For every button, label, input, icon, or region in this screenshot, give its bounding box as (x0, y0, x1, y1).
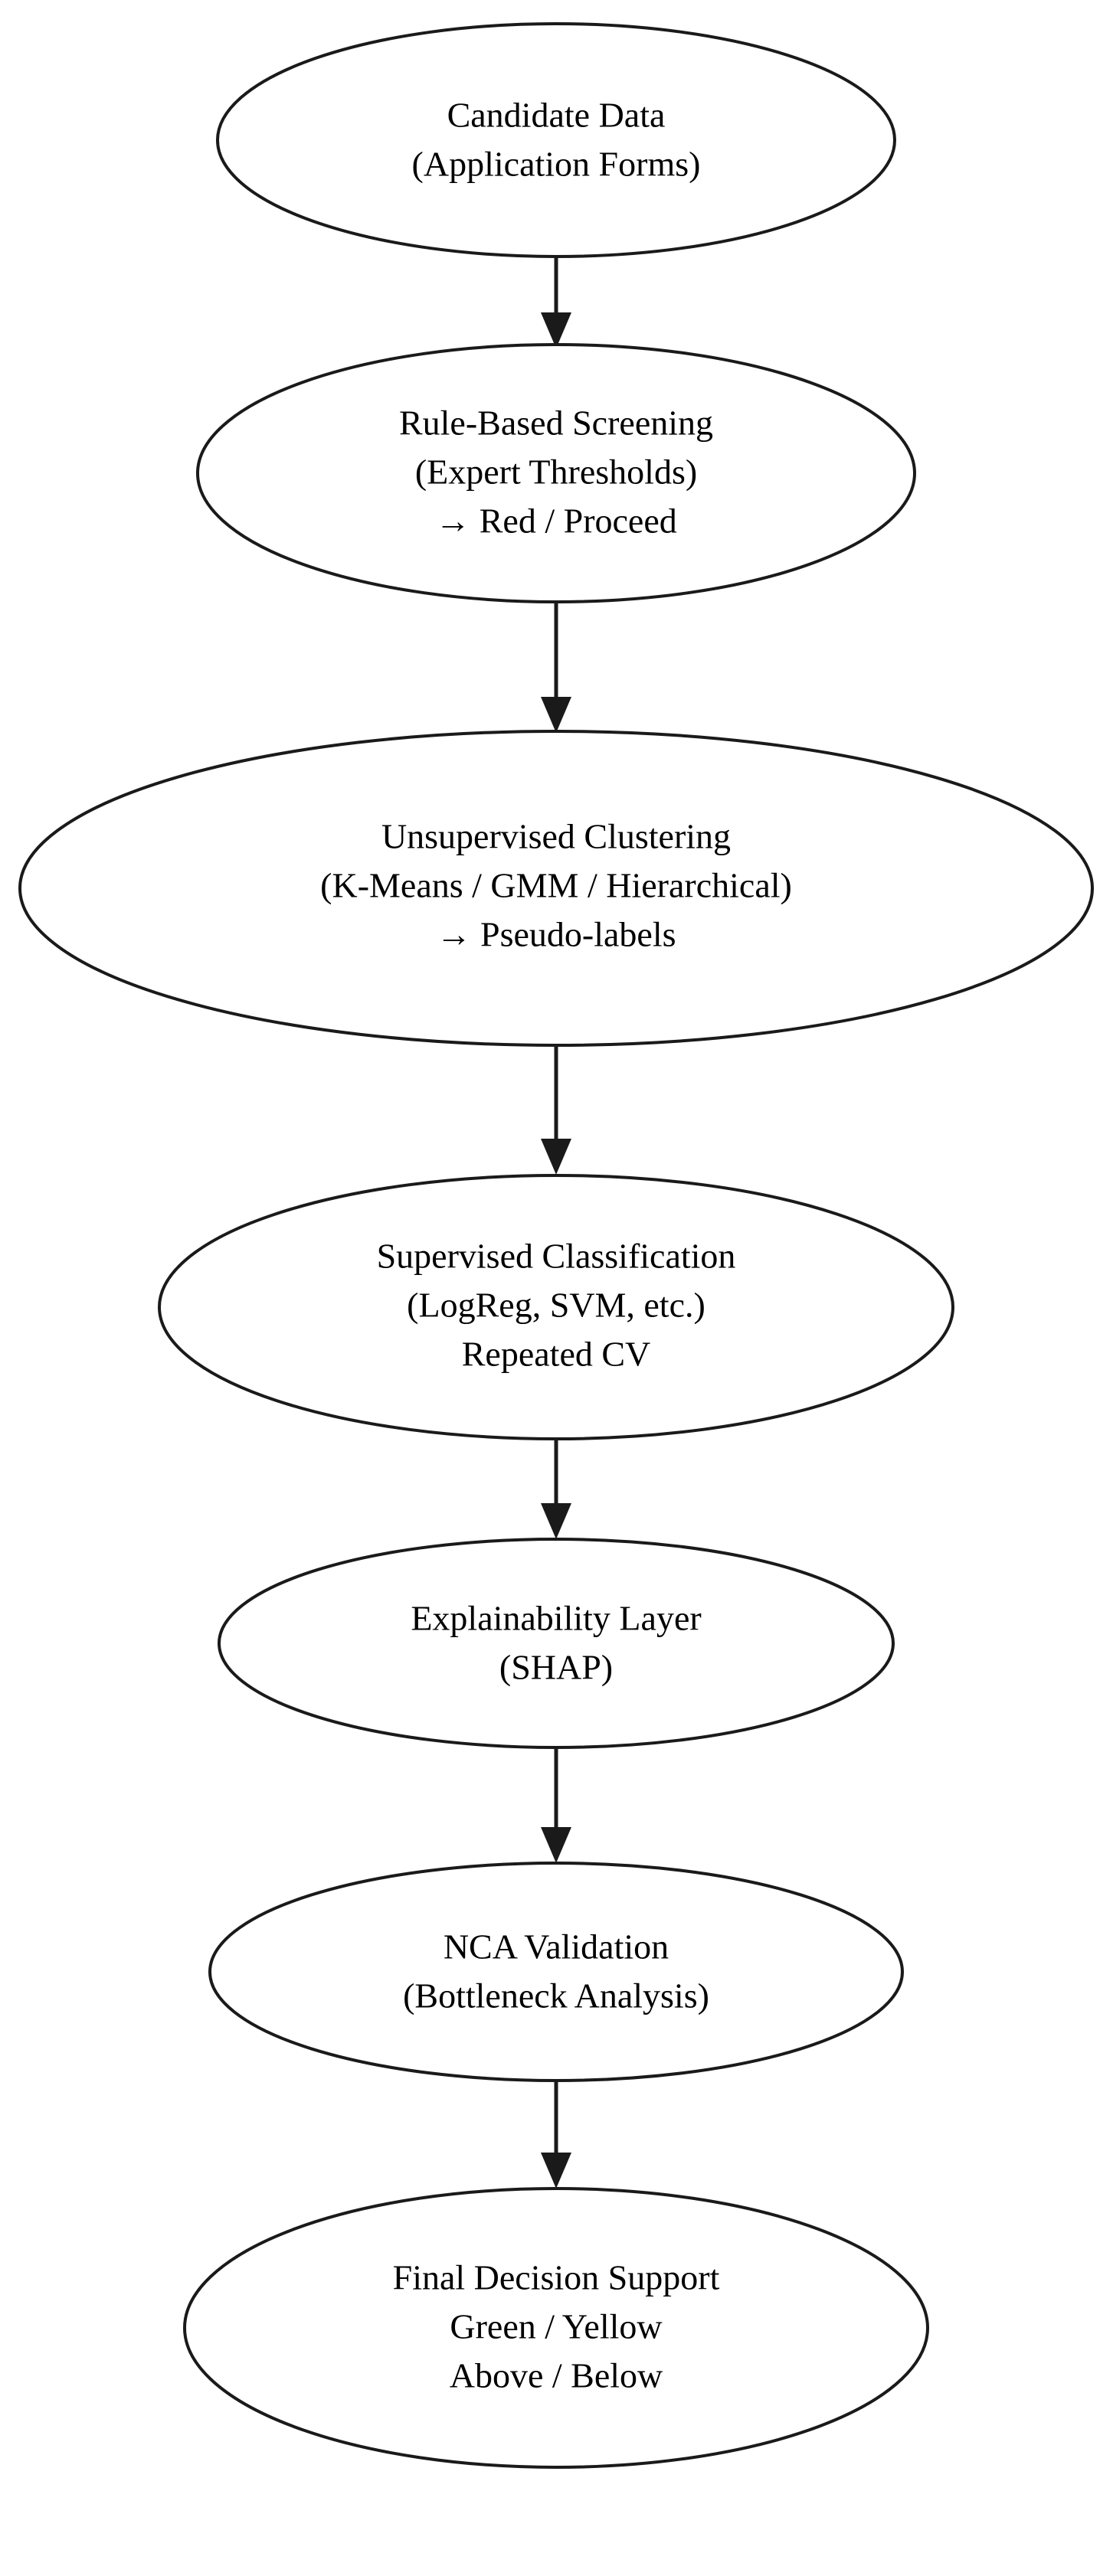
arrowhead-icon (541, 697, 571, 733)
node-label-line-1: Supervised Classification (377, 1237, 736, 1276)
node-label-line-1: Unsupervised Clustering (381, 817, 731, 856)
node-label-line-2: Green / Yellow (450, 2307, 663, 2346)
edge-unsupervised-clustering-to-supervised-classification[interactable] (541, 1045, 571, 1175)
edge-rule-based-screening-to-unsupervised-clustering[interactable] (541, 602, 571, 733)
node-ellipse (183, 2187, 929, 2469)
node-label-line-1: Final Decision Support (393, 2258, 720, 2297)
node-label-line-3: Above / Below (450, 2356, 663, 2395)
node-label-line-2: (LogReg, SVM, etc.) (407, 1286, 705, 1325)
node-unsupervised-clustering[interactable]: Unsupervised Clustering (K-Means / GMM /… (18, 730, 1094, 1047)
node-final-decision-support[interactable]: Final Decision Support Green / Yellow Ab… (183, 2187, 929, 2469)
node-label-line-1: Candidate Data (447, 96, 666, 135)
node-ellipse (216, 22, 896, 258)
arrowhead-icon (541, 2153, 571, 2189)
node-label-line-2: (Bottleneck Analysis) (403, 1976, 709, 2015)
node-ellipse (218, 1538, 895, 1749)
node-ellipse (18, 730, 1094, 1047)
arrowhead-icon (541, 1827, 571, 1863)
edge-candidate-data-to-rule-based-screening[interactable] (541, 257, 571, 348)
node-label-line-2: (Expert Thresholds) (415, 453, 697, 492)
edge-nca-validation-to-final-decision-support[interactable] (541, 2081, 571, 2189)
node-label-line-1: Explainability Layer (411, 1599, 701, 1638)
node-label-line-2: (K-Means / GMM / Hierarchical) (320, 866, 792, 905)
node-ellipse (196, 343, 916, 603)
node-nca-validation[interactable]: NCA Validation (Bottleneck Analysis) (208, 1862, 904, 2082)
node-supervised-classification[interactable]: Supervised Classification (LogReg, SVM, … (158, 1174, 954, 1440)
node-ellipse (208, 1862, 904, 2082)
node-label-line-3: Repeated CV (462, 1335, 651, 1374)
node-label-line-1: Rule-Based Screening (399, 404, 713, 443)
arrowhead-icon (541, 1139, 571, 1175)
node-explainability-layer[interactable]: Explainability Layer (SHAP) (218, 1538, 895, 1749)
node-label-line-3: → Pseudo-labels (436, 915, 676, 954)
edge-supervised-classification-to-explainability-layer[interactable] (541, 1439, 571, 1539)
node-ellipse (158, 1174, 954, 1440)
arrowhead-icon (541, 1503, 571, 1539)
node-label-line-2: (Application Forms) (412, 145, 701, 184)
node-candidate-data[interactable]: Candidate Data (Application Forms) (216, 22, 896, 258)
node-label-line-3: → Red / Proceed (435, 502, 677, 541)
node-rule-based-screening[interactable]: Rule-Based Screening (Expert Thresholds)… (196, 343, 916, 603)
edge-group (541, 257, 571, 2189)
arrowhead-icon (541, 312, 571, 348)
edge-explainability-layer-to-nca-validation[interactable] (541, 1747, 571, 1863)
node-label-line-2: (SHAP) (499, 1648, 613, 1687)
node-label-line-1: NCA Validation (444, 1927, 669, 1966)
